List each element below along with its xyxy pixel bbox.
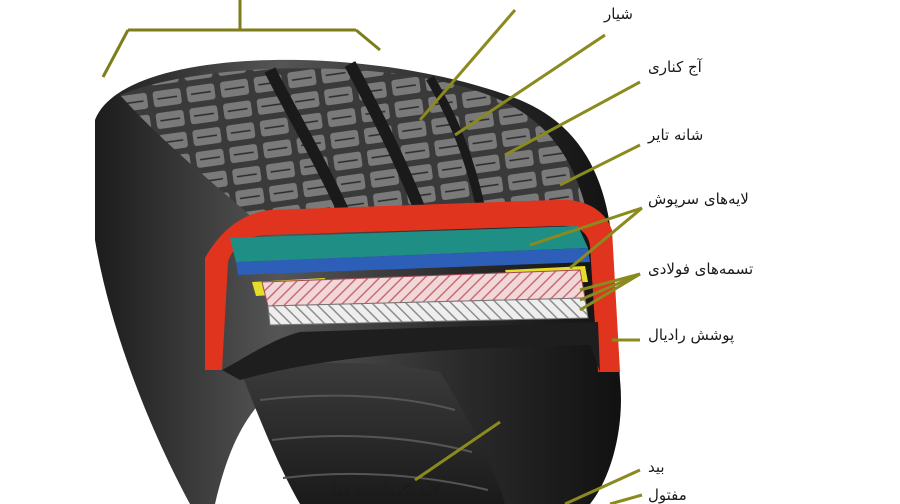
label-inner-liner: لایه نگهدارنده هوا — [332, 482, 441, 500]
leader-shoulder-2 — [559, 143, 641, 187]
label-groove: شیار — [604, 5, 633, 23]
leader-lines — [414, 9, 643, 504]
leader-bead — [564, 468, 641, 504]
leader-groove — [418, 9, 517, 121]
leader-inner-liner — [414, 420, 501, 482]
label-bead-wire: مفتول — [648, 486, 687, 504]
leader-shoulder-1 — [504, 80, 641, 157]
leader-belt-1 — [579, 272, 641, 292]
label-radial-ply: پوشش رادیال — [648, 326, 735, 344]
label-tread-edge: آج کناری — [648, 58, 702, 76]
leader-belt-3 — [579, 272, 641, 302]
tread-width-bracket — [101, 0, 381, 78]
leader-tread-edge — [454, 33, 606, 137]
leader-cap-ply-1 — [529, 206, 643, 247]
leader-belt-2 — [579, 272, 641, 312]
label-steel-belts: تسمه‌های فولادی — [648, 260, 754, 278]
label-cap-plies: لایه‌های سرپوش — [648, 190, 749, 208]
label-shoulder: شانه تایر — [648, 126, 704, 144]
label-bead: بید — [648, 458, 665, 476]
cross-section — [205, 199, 620, 380]
leader-cap-ply-2 — [569, 206, 643, 270]
leader-bead-wire — [609, 493, 643, 504]
